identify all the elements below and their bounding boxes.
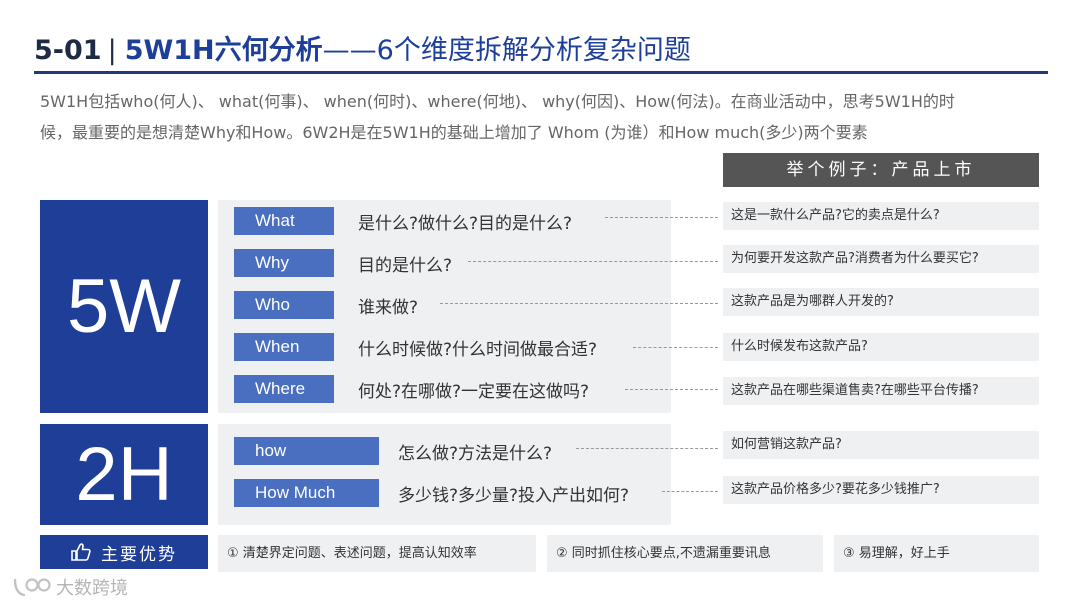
- tag-what: What: [234, 207, 334, 235]
- connector-why: [468, 261, 718, 262]
- question-where: 何处?在哪做?一定要在这做吗?: [358, 382, 590, 402]
- connector-where: [625, 389, 718, 390]
- thumbs-up-icon: [71, 543, 91, 561]
- title-subtitle: ——6个维度拆解分析复杂问题: [322, 35, 691, 66]
- advantage-1: ① 清楚界定问题、表述问题，提高认知效率: [218, 535, 536, 572]
- connector-when: [633, 347, 718, 348]
- connector-how: [576, 448, 718, 449]
- tag-where: Where: [234, 375, 334, 403]
- row-what: What 是什么?做什么?目的是什么?: [234, 207, 671, 235]
- row-how: how 怎么做?方法是什么?: [234, 437, 671, 465]
- block-2h: 2H: [40, 424, 208, 525]
- example-how: 如何营销这款产品?: [723, 431, 1039, 459]
- intro-line-1: 5W1H包括who(何人)、 what(何事)、 when(何时)、where(…: [40, 92, 955, 111]
- example-who: 这款产品是为哪群人开发的?: [723, 288, 1039, 316]
- question-how-much: 多少钱?多少量?投入产出如何?: [398, 486, 630, 506]
- watermark: 大数跨境: [12, 574, 128, 600]
- tag-how-much: How Much: [234, 479, 379, 507]
- example-why: 为何要开发这款产品?消费者为什么要买它?: [723, 245, 1039, 273]
- row-when: When 什么时候做?什么时间做最合适?: [234, 333, 671, 361]
- section-number: 5-01: [34, 35, 102, 66]
- connector-how-much: [662, 491, 718, 492]
- row-where: Where 何处?在哪做?一定要在这做吗?: [234, 375, 671, 403]
- intro-text: 5W1H包括who(何人)、 what(何事)、 when(何时)、where(…: [40, 86, 1040, 148]
- question-what: 是什么?做什么?目的是什么?: [358, 214, 573, 234]
- tag-why: Why: [234, 249, 334, 277]
- title-rule: [34, 71, 1048, 74]
- example-where: 这款产品在哪些渠道售卖?在哪些平台传播?: [723, 377, 1039, 405]
- title-main: 5W1H六何分析: [124, 35, 323, 66]
- connector-who: [440, 303, 718, 304]
- example-what: 这是一款什么产品?它的卖点是什么?: [723, 202, 1039, 230]
- advantage-3: ③ 易理解，好上手: [834, 535, 1039, 572]
- example-header: 举个例子：产品上市: [723, 153, 1039, 187]
- advantage-2: ② 同时抓住核心要点,不遗漏重要讯息: [547, 535, 823, 572]
- panel-5w: What 是什么?做什么?目的是什么? Why 目的是什么? Who 谁来做? …: [218, 200, 671, 413]
- connector-what: [605, 217, 718, 218]
- intro-line-2: 候，最重要的是想清楚Why和How。6W2H是在5W1H的基础上增加了 Whom…: [40, 123, 868, 142]
- question-who: 谁来做?: [358, 298, 419, 318]
- example-how-much: 这款产品价格多少?要花多少钱推广?: [723, 476, 1039, 504]
- page-title: 5-01|5W1H六何分析——6个维度拆解分析复杂问题: [34, 28, 691, 67]
- title-separator: |: [107, 35, 117, 66]
- tag-how: how: [234, 437, 379, 465]
- block-5w: 5W: [40, 200, 208, 413]
- tag-who: Who: [234, 291, 334, 319]
- panel-2h: how 怎么做?方法是什么? How Much 多少钱?多少量?投入产出如何?: [218, 424, 671, 525]
- row-how-much: How Much 多少钱?多少量?投入产出如何?: [234, 479, 671, 507]
- row-why: Why 目的是什么?: [234, 249, 671, 277]
- advantages-title: 主要优势: [101, 544, 177, 565]
- question-why: 目的是什么?: [358, 256, 453, 276]
- question-how: 怎么做?方法是什么?: [398, 444, 553, 464]
- watermark-logo-icon: [13, 578, 51, 597]
- tag-when: When: [234, 333, 334, 361]
- advantages-label: 主要优势: [40, 535, 208, 569]
- question-when: 什么时候做?什么时间做最合适?: [358, 340, 598, 360]
- row-who: Who 谁来做?: [234, 291, 671, 319]
- example-when: 什么时候发布这款产品?: [723, 333, 1039, 361]
- watermark-text: 大数跨境: [56, 578, 128, 599]
